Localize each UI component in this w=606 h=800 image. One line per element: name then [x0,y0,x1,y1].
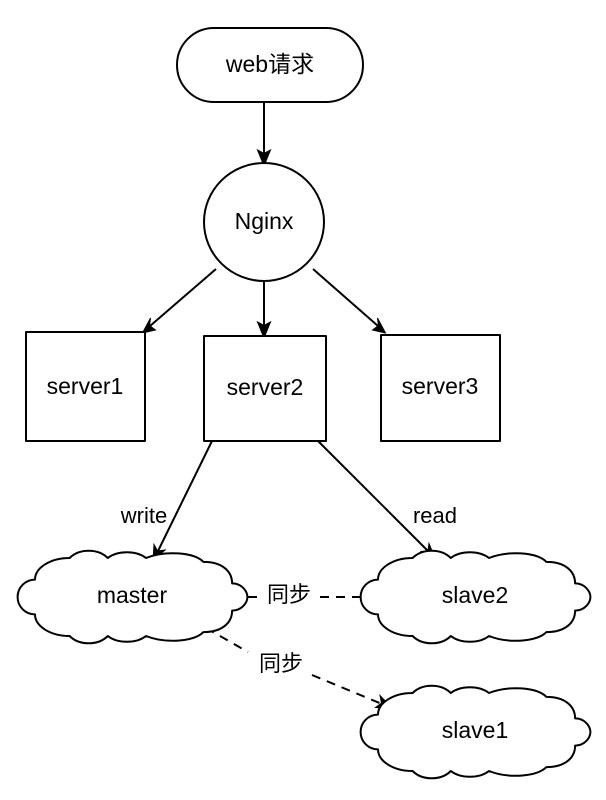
node-server3[interactable]: server3 [380,334,501,442]
arrowhead-icon [141,317,157,334]
node-web-request[interactable]: web请求 [176,27,364,103]
edge-server2-to-slave2[interactable]: read [317,440,457,559]
edge-label-write: write [120,503,167,528]
edge-label-sync-slave1: 同步 [259,651,303,676]
master-shape [16,549,249,645]
node-slave1[interactable]: slave1 [359,684,592,780]
edge-master-to-slave1[interactable]: 同步 [205,627,394,709]
edge-line-2 [311,674,383,705]
edge-web-request-to-nginx[interactable] [256,102,272,168]
edge-line [157,440,213,552]
node-slave2[interactable]: slave2 [359,549,592,645]
node-master[interactable]: master [16,549,249,645]
web-request-shape [176,27,364,103]
node-label-slave2: slave2 [442,582,508,608]
node-label-server1: server1 [47,373,124,399]
edge-nginx-to-server1[interactable] [141,268,217,334]
node-label-master: master [97,582,168,608]
edge-line [317,440,429,552]
edge-server2-to-master[interactable]: write [120,440,213,563]
node-nginx[interactable]: Nginx [203,162,325,282]
arrowhead-icon [256,148,272,168]
edge-line [149,268,217,327]
node-label-server3: server3 [402,373,479,399]
server3-shape [380,334,501,442]
node-server1[interactable]: server1 [25,331,146,442]
node-server2[interactable]: server2 [203,335,327,442]
node-label-web-request: web请求 [225,51,314,77]
node-label-slave1: slave1 [442,717,508,743]
node-label-server2: server2 [227,374,304,400]
edge-nginx-to-server3[interactable] [312,268,387,334]
nginx-shape [203,162,325,282]
edge-label-read: read [413,503,457,528]
slave2-shape [359,549,592,645]
edge-line [312,268,379,327]
arrowhead-icon [256,320,272,340]
node-label-nginx: Nginx [235,208,294,234]
server2-shape [203,335,327,442]
edge-label-sync-slave2: 同步 [267,582,311,607]
edge-nginx-to-server2[interactable] [256,281,272,340]
arrowhead-icon [371,317,387,334]
server1-shape [25,331,146,442]
slave1-shape [359,684,592,780]
edge-master-to-slave2[interactable]: 同步 [232,582,382,607]
